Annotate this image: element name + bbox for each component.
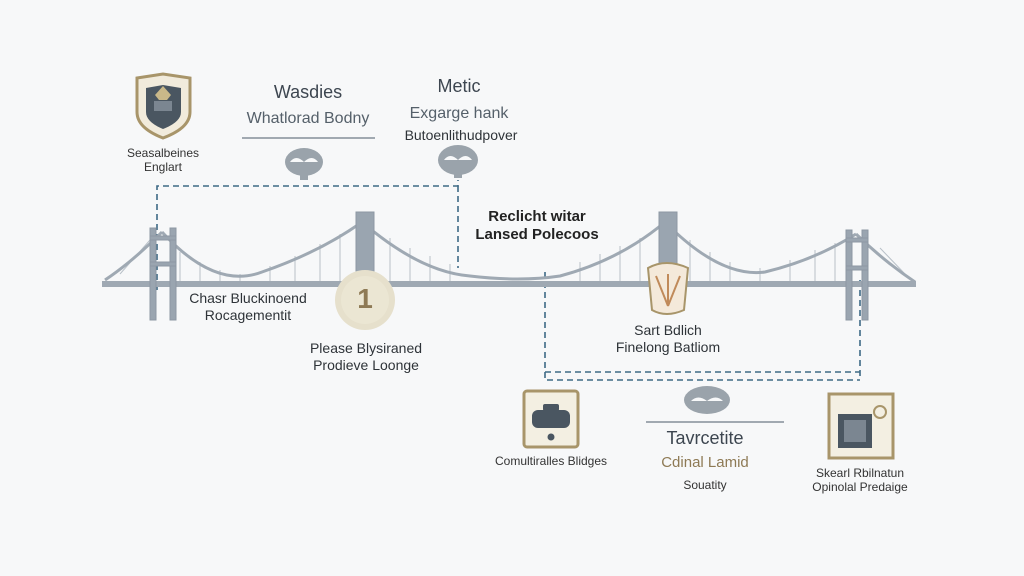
- group-b-title: Metic: [437, 76, 481, 96]
- shield-icon: [135, 72, 192, 140]
- right-tower-caption-line-1: Sart Bdlich: [634, 322, 702, 338]
- medal-icon: [335, 270, 395, 330]
- medal-caption-line-1: Please Blysiraned: [309, 340, 423, 356]
- left-tower-caption-line-1: Chasr Bluckinoend: [189, 290, 307, 306]
- device-icon: [522, 389, 580, 449]
- lower-right-caption-line-2: Opinolal Predaige: [812, 480, 908, 495]
- left-badge-line-2: Englart: [143, 160, 183, 175]
- group-a-title: Wasdies: [273, 82, 343, 102]
- left-badge-line-1: Seasalbeines: [126, 146, 200, 160]
- center-title: Reclicht witar Lansed Polecoos: [475, 208, 598, 244]
- mask-icon: [438, 145, 478, 178]
- bridge-deck: [102, 281, 916, 287]
- medal-glyph: 1: [357, 283, 373, 314]
- left-badge-label: Seasalbeines Englart: [127, 146, 199, 175]
- tower-right: [845, 229, 869, 321]
- mask-icon: [684, 386, 730, 414]
- lower-left-caption: Comultiralles Blidges: [494, 454, 608, 468]
- left-tower-caption: Chasr Bluckinoend Rocagementit: [189, 290, 307, 324]
- lower-center-title: Tavrcetite: [666, 428, 744, 448]
- mask-icon: [285, 148, 323, 180]
- center-title-line-1: Reclicht witar: [488, 208, 586, 225]
- lower-right-caption-line-1: Skearl Rbilnatun: [815, 466, 905, 480]
- bridge-cables: [104, 220, 916, 284]
- frame-icon: [827, 392, 895, 460]
- lower-center-caption: Souatity: [683, 478, 727, 492]
- lower-center-subtitle: Cdinal Lamid: [661, 454, 749, 471]
- right-tower-caption: Sart Bdlich Finelong Batliom: [616, 322, 720, 356]
- center-title-line-2: Lansed Polecoos: [475, 226, 599, 243]
- group-a-subtitle: Whatlorad Bodny: [246, 110, 370, 127]
- medal-caption: Please Blysiraned Prodieve Loonge: [310, 340, 422, 374]
- group-b-caption: Butoenlithudpover: [404, 127, 518, 143]
- left-tower-caption-line-2: Rocagementit: [204, 306, 292, 323]
- bridge: [102, 211, 916, 321]
- connector-lower: [544, 272, 860, 381]
- connector-top: [156, 180, 459, 290]
- right-tower-caption-line-2: Finelong Batliom: [615, 338, 721, 355]
- shell-icon: [646, 262, 690, 315]
- medal-caption-line-2: Prodieve Loonge: [313, 356, 419, 373]
- tower-left: [149, 227, 177, 321]
- group-b-subtitle: Exgarge hank: [409, 105, 509, 122]
- lower-right-caption: Skearl Rbilnatun Opinolal Predaige: [812, 466, 907, 495]
